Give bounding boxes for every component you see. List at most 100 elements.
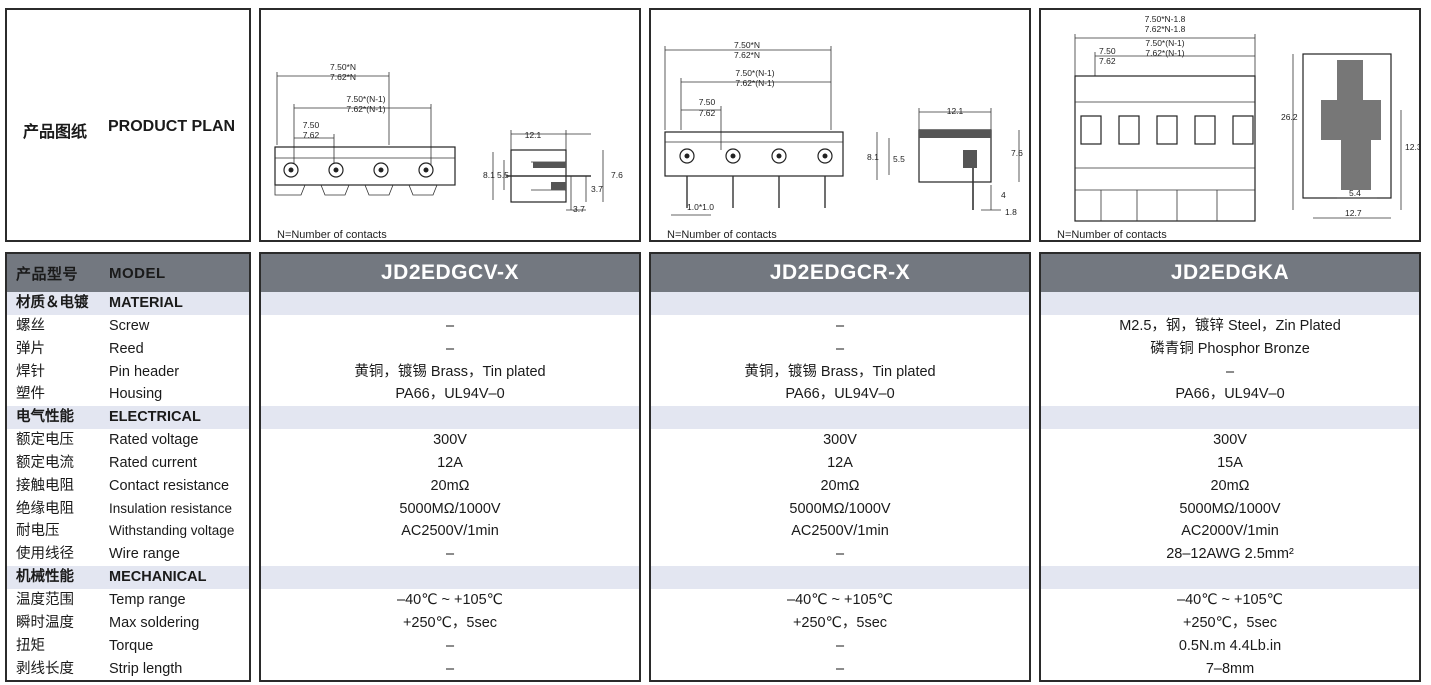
dim-label: 12.7 xyxy=(1345,208,1362,218)
dim-label: 7.50*(N-1) xyxy=(1145,38,1184,48)
spec-label-en: ELECTRICAL xyxy=(109,409,201,426)
spec-label-en: Strip length xyxy=(109,660,183,677)
spec-label-cn: 额定电流 xyxy=(16,454,74,471)
spec-section-band xyxy=(261,406,639,430)
spec-label-cn: 耐电压 xyxy=(16,523,60,540)
dim-label: 7.6 xyxy=(1011,148,1023,158)
drawing-cv: 7.50*N 7.62*N 7.50*(N-1) 7.62*(N-1) 7.50… xyxy=(274,62,623,214)
spec-value: – xyxy=(445,317,455,334)
spec-label-cn: 扭矩 xyxy=(16,637,45,654)
spec-label-en: Reed xyxy=(109,340,144,357)
spec-label-en: Insulation resistance xyxy=(109,500,233,516)
spec-value: 5000MΩ/1000V xyxy=(1179,500,1281,517)
spec-value: 黄铜，镀锡 Brass，Tin plated xyxy=(354,363,546,380)
spec-label-cn: 温度范围 xyxy=(16,591,74,608)
spec-value: 300V xyxy=(823,432,857,449)
dim-label: 7.62*N xyxy=(330,72,356,82)
spec-section-band xyxy=(1041,566,1419,589)
spec-label-cn: 弹片 xyxy=(16,340,45,357)
dim-label: 12.1 xyxy=(947,106,964,116)
spec-label-cn: 塑件 xyxy=(16,386,45,403)
spec-value: +250℃，5sec xyxy=(1182,614,1278,631)
spec-value: – xyxy=(445,546,455,563)
contacts-note: N=Number of contacts xyxy=(1057,229,1167,241)
spec-value: PA66，UL94V–0 xyxy=(785,386,895,403)
dim-label: 4 xyxy=(1001,190,1006,200)
drawing-panel-cr: 7.50*N 7.62*N 7.50*(N-1) 7.62*(N-1) 7.50… xyxy=(649,8,1031,242)
spec-label-cn: 绝缘电阻 xyxy=(16,500,74,517)
model-name: JD2EDGCV-X xyxy=(261,254,639,292)
spec-value: – xyxy=(835,660,845,677)
spec-value: – xyxy=(445,637,455,654)
spec-value: –40℃ ~ +105℃ xyxy=(787,591,893,608)
dim-label: 5.4 xyxy=(1349,188,1361,198)
spec-label-en: Screw xyxy=(109,317,150,334)
spec-section-band xyxy=(1041,406,1419,430)
spec-value: AC2500V/1min xyxy=(401,523,499,540)
spec-label-cn: 电气性能 xyxy=(16,409,74,426)
dim-label: 7.50*(N-1) xyxy=(346,94,385,104)
dim-label: 5.5 xyxy=(893,154,905,164)
spec-row-label: 剥线长度 Strip length xyxy=(7,658,249,681)
spec-value: 20mΩ xyxy=(1210,477,1250,494)
spec-value: M2.5，钢，镀锌 Steel，Zin Plated xyxy=(1119,317,1341,334)
spec-label-en: Rated voltage xyxy=(109,432,199,449)
model-name: JD2EDGKA xyxy=(1041,254,1419,292)
spec-row-label: 耐电压 Withstanding voltage xyxy=(7,520,249,543)
drawing-ka: 7.50*N-1.8 7.62*N-1.8 7.50*(N-1) 7.62*(N… xyxy=(1074,14,1419,222)
spec-value: 黄铜，镀锡 Brass，Tin plated xyxy=(744,363,936,380)
product-plan-title-cn: 产品图纸 xyxy=(23,124,88,141)
dim-label: 7.62*N-1.8 xyxy=(1145,24,1186,34)
spec-value: – xyxy=(835,637,845,654)
spec-value: +250℃，5sec xyxy=(792,614,888,631)
dim-label: 3.7 xyxy=(591,184,603,194)
spec-value: 5000MΩ/1000V xyxy=(399,500,501,517)
dim-label: 7.62*(N-1) xyxy=(735,78,774,88)
dim-label: 1.0*1.0 xyxy=(687,202,714,212)
spec-label-en: Wire range xyxy=(109,546,180,563)
spec-value: PA66，UL94V–0 xyxy=(1175,386,1285,403)
spec-row-label: 弹片 Reed xyxy=(7,338,249,361)
dim-label: 3.7 xyxy=(573,204,585,214)
contacts-note: N=Number of contacts xyxy=(277,229,387,241)
spec-label-en: MATERIAL xyxy=(109,295,183,311)
spec-label-cn: 焊针 xyxy=(16,363,45,380)
spec-section-band xyxy=(1041,292,1419,315)
dim-label: 12.1 xyxy=(525,130,542,140)
spec-row-label: 绝缘电阻 Insulation resistance xyxy=(7,498,249,521)
spec-label-en: Temp range xyxy=(109,591,186,608)
spec-value: – xyxy=(445,340,455,357)
spec-value: 5000MΩ/1000V xyxy=(789,500,891,517)
spec-label-en: Contact resistance xyxy=(109,477,230,494)
spec-value: 20mΩ xyxy=(820,477,860,494)
spec-label-cn: 额定电压 xyxy=(16,432,74,449)
dim-label: 7.50*(N-1) xyxy=(735,68,774,78)
spec-value: – xyxy=(1225,363,1235,380)
dim-label: 7.50 xyxy=(1099,46,1116,56)
contacts-note: N=Number of contacts xyxy=(667,229,777,241)
spec-value: – xyxy=(445,660,455,677)
spec-value: 0.5N.m 4.4Lb.in xyxy=(1178,637,1282,654)
spec-label-en: Torque xyxy=(109,637,154,654)
spec-section-band xyxy=(651,566,1029,589)
spec-label-cn: 材质＆电镀 xyxy=(16,295,89,311)
spec-value: 300V xyxy=(433,432,467,449)
dim-label: 7.50*N-1.8 xyxy=(1145,14,1186,24)
dim-label: 7.62*(N-1) xyxy=(346,104,385,114)
spec-label-cn: 剥线长度 xyxy=(16,660,74,677)
spec-label-en: Withstanding voltage xyxy=(109,523,235,539)
dim-label: 5.5 xyxy=(497,170,509,180)
dim-label: 7.50 xyxy=(699,97,716,107)
spec-value: 300V xyxy=(1213,432,1247,449)
spec-value: +250℃，5sec xyxy=(402,614,498,631)
dim-label: 7.50*N xyxy=(734,40,760,50)
spec-label-cn: 机械性能 xyxy=(16,569,74,586)
